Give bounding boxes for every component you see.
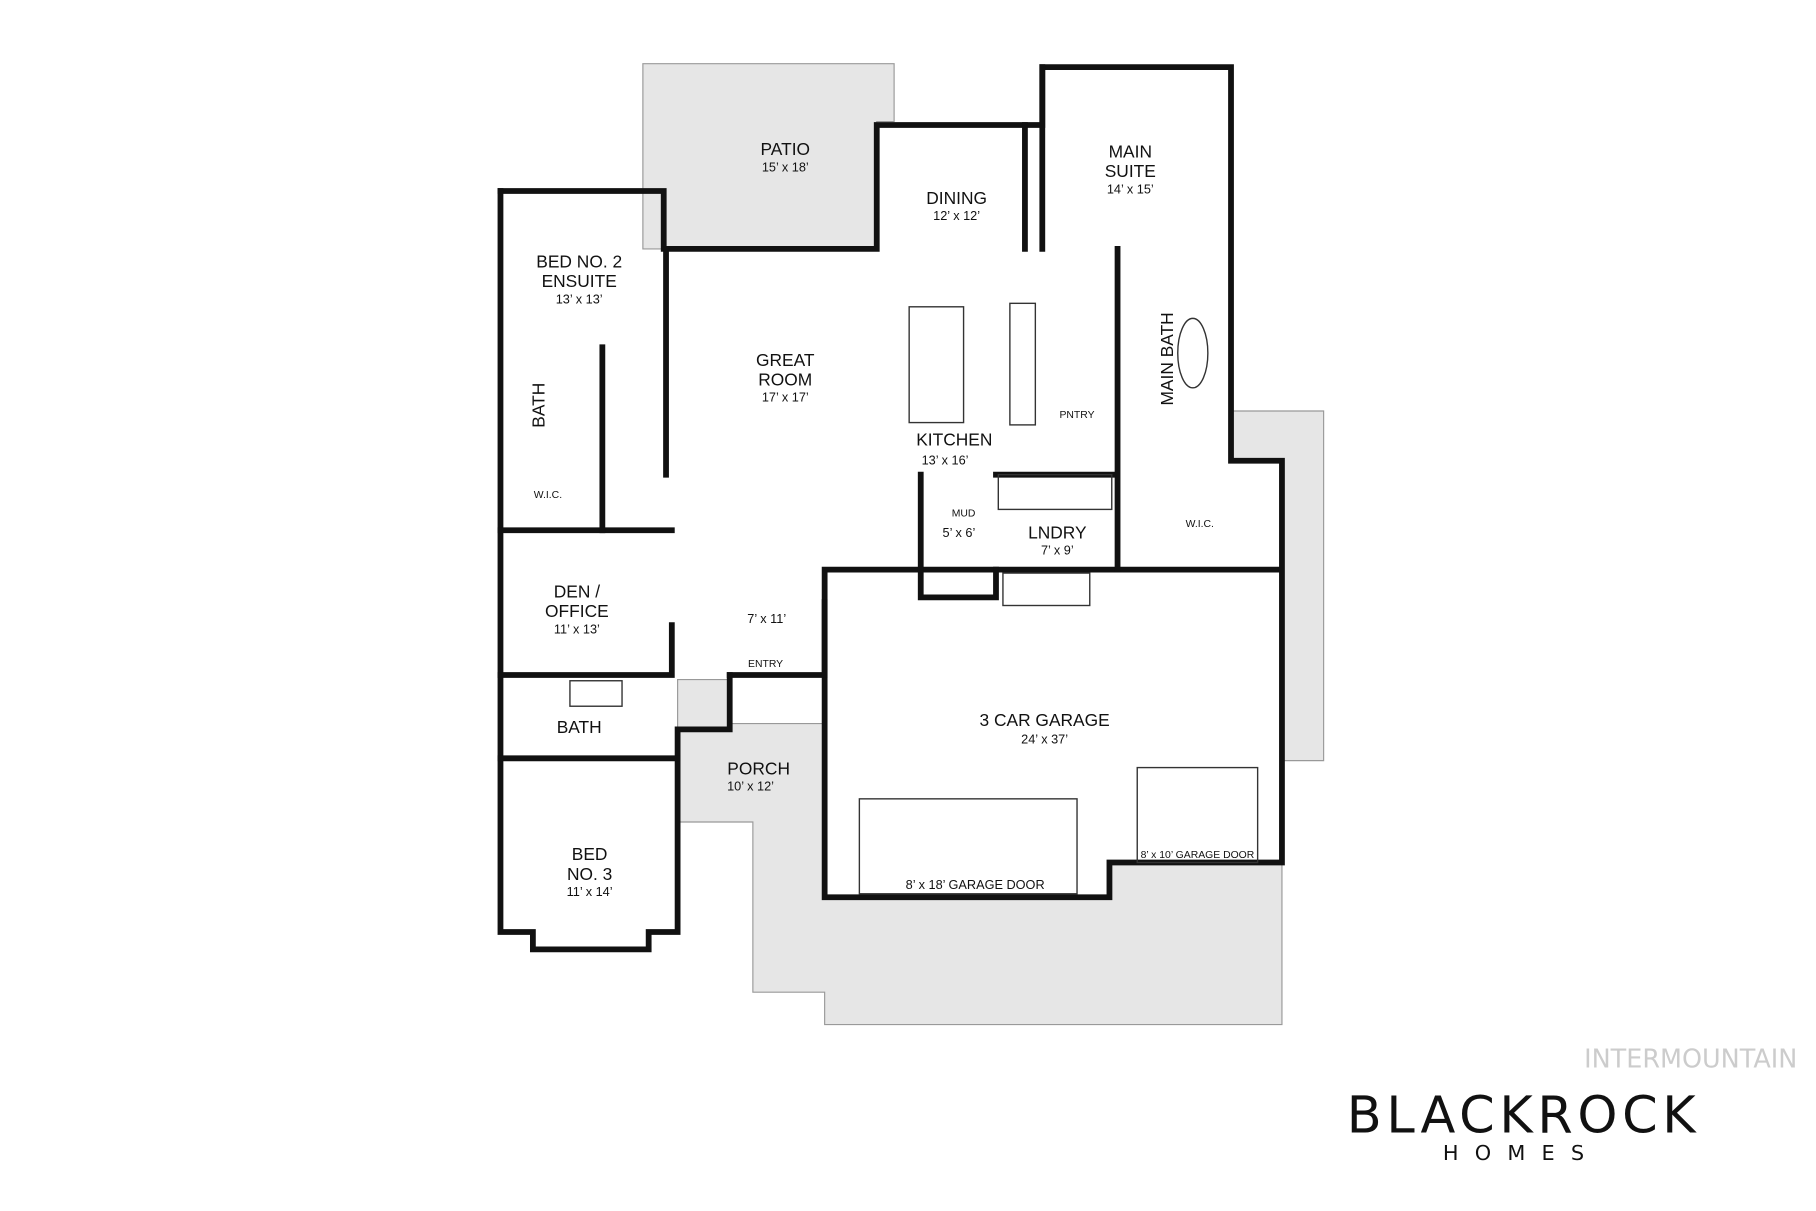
den-label-2: OFFICE	[545, 601, 609, 621]
laundry-counter	[997, 473, 1113, 511]
fixtures	[569, 302, 1259, 895]
garage-label: 3 CAR GARAGE	[979, 710, 1109, 730]
porch-dims: 10’ x 12’	[727, 779, 774, 794]
kitchen-island	[908, 306, 965, 424]
bed2-label-1: BED NO. 2	[536, 251, 622, 271]
large-garage-door-bay	[858, 798, 1078, 895]
main-suite-dims: 14’ x 15’	[1107, 181, 1154, 196]
watermark: INTERMOUNTAIN	[1584, 1044, 1797, 1074]
garage-dims: 24’ x 37’	[1021, 731, 1068, 746]
main-suite-label-1: MAIN	[1109, 141, 1152, 161]
washer-dryer	[1002, 572, 1091, 607]
lower-bath-label: BATH	[557, 717, 602, 737]
dining-dims: 12’ x 12’	[933, 208, 980, 223]
foyer-dims: 7’ x 11’	[747, 611, 786, 626]
laundry-label: LNDRY	[1028, 522, 1087, 542]
room-labels: PATIO 15’ x 18’ DINING 12’ x 12’ MAIN SU…	[528, 139, 1254, 899]
large-garage-door-label: 8’ x 18’ GARAGE DOOR	[906, 877, 1045, 892]
small-garage-door-bay	[1136, 766, 1259, 864]
great-room-dims: 17’ x 17’	[762, 390, 809, 405]
bed2-label-2: ENSUITE	[542, 271, 617, 291]
dining-label: DINING	[926, 188, 987, 208]
great-room-label-2: ROOM	[758, 370, 812, 390]
main-bath-label: MAIN BATH	[1157, 312, 1177, 405]
mud-dims: 5’ x 6’	[943, 525, 976, 540]
kitchen-label: KITCHEN	[916, 430, 992, 450]
laundry-dims: 7’ x 9’	[1041, 543, 1074, 558]
den-label-1: DEN /	[554, 581, 600, 601]
bath-vanity	[569, 680, 623, 707]
upper-bath-label: BATH	[528, 383, 548, 428]
patio-area	[642, 63, 895, 250]
patio-dims: 15’ x 18’	[762, 159, 809, 174]
great-room-label-1: GREAT	[756, 350, 815, 370]
porch-label: PORCH	[727, 759, 790, 779]
bed3-dims: 11’ x 14’	[567, 884, 613, 899]
main-suite-label-2: SUITE	[1105, 161, 1156, 181]
logo-brand: BLACKROCK	[1347, 1086, 1701, 1145]
wic-left-label: W.I.C.	[534, 490, 562, 501]
patio-label: PATIO	[761, 139, 811, 159]
bed3-label-1: BED	[572, 844, 608, 864]
walls	[497, 64, 1285, 953]
logo-sub: HOMES	[1443, 1141, 1600, 1165]
den-dims: 11’ x 13’	[554, 621, 600, 636]
blackrock-logo: INTERMOUNTAIN BLACKROCK HOMES	[1347, 1044, 1798, 1165]
bed2-dims: 13’ x 13’	[556, 291, 603, 306]
bathtub	[1177, 317, 1209, 389]
kitchen-counter	[1009, 302, 1037, 426]
mud-label: MUD	[952, 508, 976, 519]
bed3-label-2: NO. 3	[567, 864, 612, 884]
pantry-label: PNTRY	[1059, 410, 1094, 421]
kitchen-dims: 13’ x 16’	[922, 452, 969, 467]
entry-label: ENTRY	[748, 659, 783, 670]
wic-right-label: W.I.C.	[1186, 519, 1214, 530]
small-garage-door-label: 8’ x 10’ GARAGE DOOR	[1141, 850, 1255, 861]
